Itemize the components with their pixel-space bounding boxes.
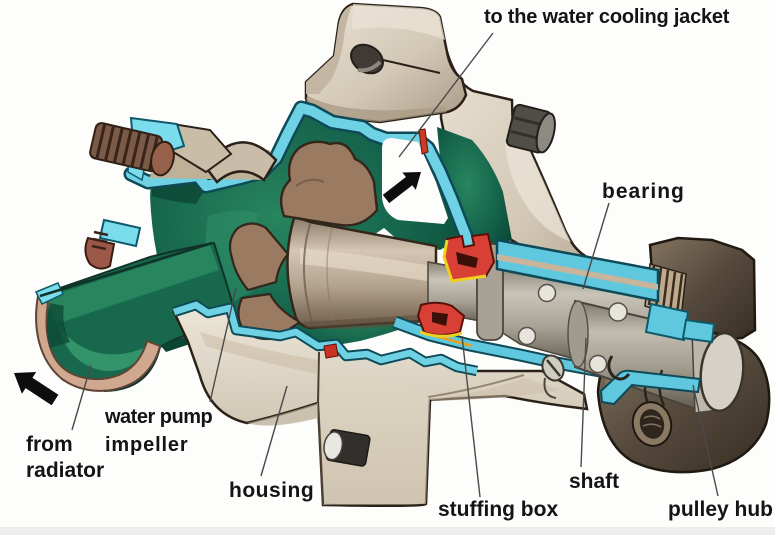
svg-text:pulley hub: pulley hub	[668, 498, 773, 521]
svg-text:shaft: shaft	[569, 470, 619, 493]
svg-text:bearing: bearing	[602, 180, 685, 203]
svg-text:housing: housing	[229, 479, 314, 502]
svg-text:to the water cooling jacket: to the water cooling jacket	[484, 6, 730, 28]
svg-text:from: from	[26, 433, 73, 456]
svg-text:impeller: impeller	[105, 434, 189, 456]
svg-text:stuffing box: stuffing box	[438, 498, 558, 521]
svg-text:water pump: water pump	[104, 406, 213, 428]
svg-text:radiator: radiator	[26, 459, 104, 482]
